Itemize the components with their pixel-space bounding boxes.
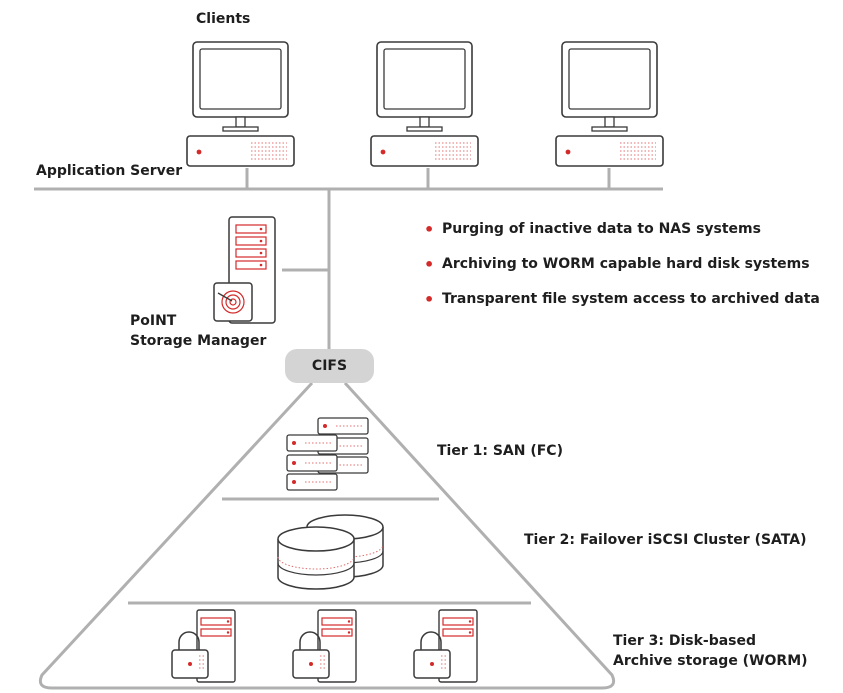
tier3-label-line1: Tier 3: Disk-based bbox=[613, 633, 757, 649]
worm-archive-icon bbox=[171, 609, 236, 683]
iscsi-cluster-icon bbox=[277, 514, 384, 590]
feature-item: • Purging of inactive data to NAS systems bbox=[424, 219, 820, 254]
worm-archive-icon bbox=[413, 609, 478, 683]
feature-text: Archiving to WORM capable hard disk syst… bbox=[442, 256, 810, 272]
storage-pyramid bbox=[38, 381, 616, 690]
feature-text: Purging of inactive data to NAS systems bbox=[442, 221, 761, 237]
worm-archive-icon bbox=[292, 609, 357, 683]
bullet-icon: • bbox=[424, 290, 435, 309]
storage-manager-server bbox=[213, 216, 276, 324]
clients-label: Clients bbox=[196, 11, 251, 27]
tier3-label-line2: Archive storage (WORM) bbox=[613, 653, 808, 669]
feature-item: • Archiving to WORM capable hard disk sys… bbox=[424, 254, 820, 289]
client-computer bbox=[186, 41, 295, 167]
feature-list: • Purging of inactive data to NAS systems… bbox=[424, 219, 820, 324]
application-server-label: Application Server bbox=[36, 163, 183, 179]
bullet-icon: • bbox=[424, 255, 435, 274]
feature-text: Transparent file system access to archiv… bbox=[442, 291, 820, 307]
bullet-icon: • bbox=[424, 220, 435, 239]
tier1-label: Tier 1: SAN (FC) bbox=[437, 443, 563, 459]
feature-item: • Transparent file system access to archi… bbox=[424, 289, 820, 324]
network-lines bbox=[34, 168, 663, 349]
tier2-label: Tier 2: Failover iSCSI Cluster (SATA) bbox=[524, 532, 807, 548]
storage-manager-label-line1: PoINT bbox=[130, 313, 177, 329]
san-storage-icon bbox=[286, 417, 369, 491]
client-computer bbox=[555, 41, 664, 167]
storage-manager-label-line2: Storage Manager bbox=[130, 333, 267, 349]
client-computer bbox=[370, 41, 479, 167]
cifs-protocol-badge: CIFS bbox=[285, 349, 374, 383]
